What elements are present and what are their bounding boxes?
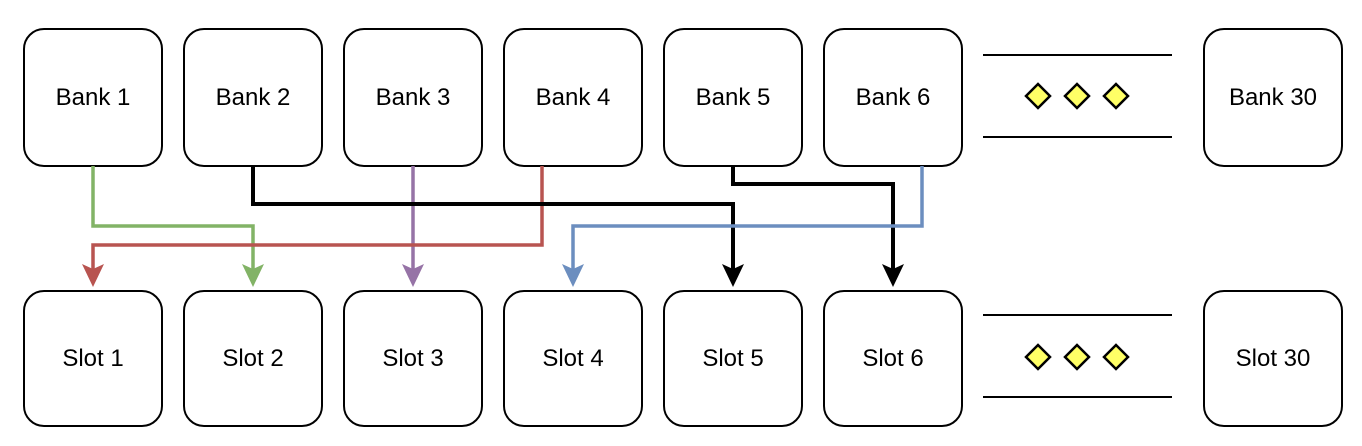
slot-label-6: Slot 6 (862, 344, 924, 372)
connection-bank-6-to-slot-4-arrowhead-icon (562, 264, 584, 287)
connection-bank-2-to-slot-5-arrowhead-icon (722, 264, 744, 287)
connection-bank-6-to-slot-4 (571, 166, 924, 270)
slot-box-6: Slot 6 (823, 290, 963, 427)
bank-box-5: Bank 5 (663, 28, 803, 167)
slot-box-3: Slot 3 (343, 290, 483, 427)
banks-ellipsis-diamond-icon-1 (1024, 82, 1052, 110)
slot-label-4: Slot 4 (542, 344, 604, 372)
connection-bank-2-to-slot-5 (251, 166, 735, 270)
bank-label-6: Bank 6 (855, 83, 931, 111)
connection-bank-4-to-slot-1 (91, 166, 544, 270)
connection-bank-5-to-slot-6-arrowhead-icon (882, 264, 904, 287)
slot-box-30: Slot 30 (1203, 290, 1343, 427)
bank-label-1: Bank 1 (55, 83, 131, 111)
bank-box-6: Bank 6 (823, 28, 963, 167)
slot-box-2: Slot 2 (183, 290, 323, 427)
bank-label-5: Bank 5 (695, 83, 771, 111)
slots-ellipsis-diamond-icon-1 (1024, 343, 1052, 371)
slot-box-1: Slot 1 (23, 290, 163, 427)
banks-ellipsis-diamond-icon-2 (1063, 82, 1091, 110)
bank-box-3: Bank 3 (343, 28, 483, 167)
connection-bank-1-to-slot-2-arrowhead-icon (242, 264, 264, 287)
bank-box-30: Bank 30 (1203, 28, 1343, 167)
slots-ellipsis-diamond-icon-2 (1063, 343, 1091, 371)
slot-label-5: Slot 5 (702, 344, 764, 372)
bank-box-2: Bank 2 (183, 28, 323, 167)
slot-label-3: Slot 3 (382, 344, 444, 372)
banks-ellipsis-diamond-icon-3 (1102, 82, 1130, 110)
connection-bank-5-to-slot-6 (731, 166, 895, 270)
slot-label-30: Slot 30 (1235, 344, 1311, 372)
bank-label-30: Bank 30 (1228, 83, 1318, 111)
slots-ellipsis-diamond-icon-3 (1102, 343, 1130, 371)
bank-label-3: Bank 3 (375, 83, 451, 111)
slot-label-2: Slot 2 (222, 344, 284, 372)
slot-box-4: Slot 4 (503, 290, 643, 427)
bank-box-1: Bank 1 (23, 28, 163, 167)
bank-label-2: Bank 2 (215, 83, 291, 111)
bank-label-4: Bank 4 (535, 83, 611, 111)
connection-bank-1-to-slot-2 (91, 166, 255, 270)
connection-bank-4-to-slot-1-arrowhead-icon (82, 264, 104, 287)
bank-box-4: Bank 4 (503, 28, 643, 167)
slot-box-5: Slot 5 (663, 290, 803, 427)
connection-bank-3-to-slot-3-arrowhead-icon (402, 264, 424, 287)
slot-label-1: Slot 1 (62, 344, 124, 372)
